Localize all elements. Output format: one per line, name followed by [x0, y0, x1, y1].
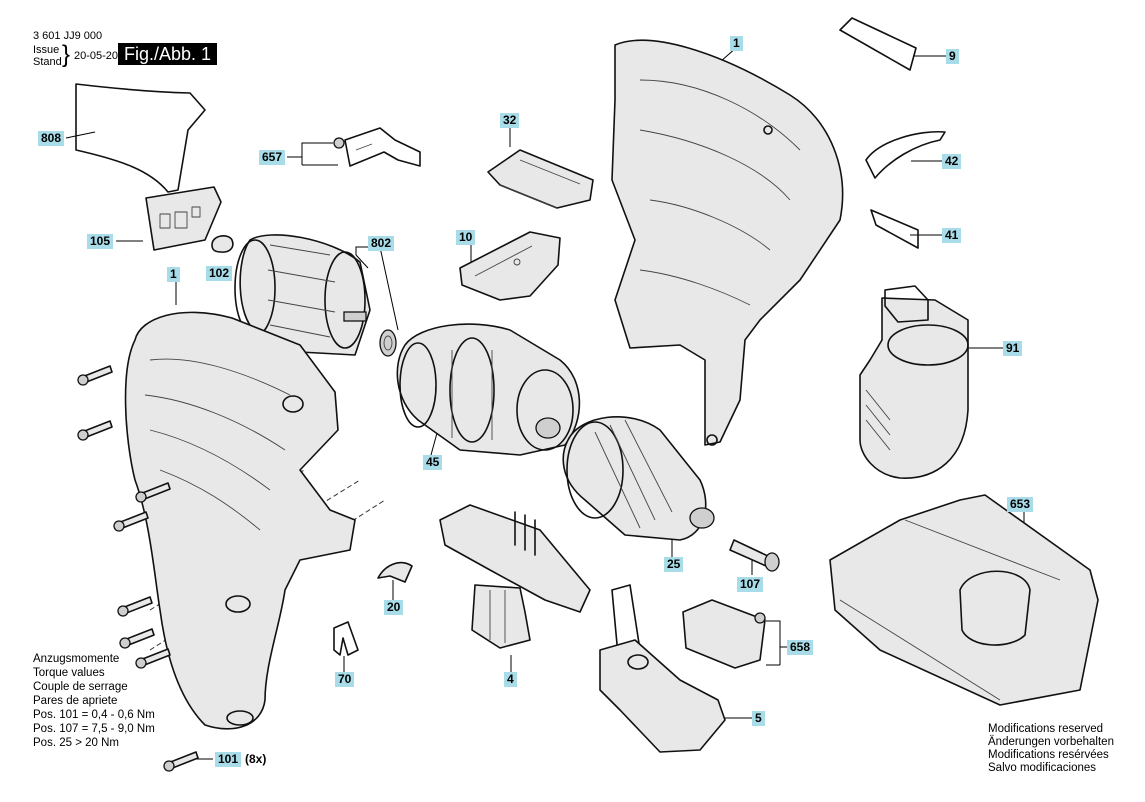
- switch-cover-32: [487, 149, 594, 209]
- chuck-25: [562, 416, 715, 541]
- part-number: 3 601 JJ9 000: [33, 30, 103, 42]
- callout-101-quantity: (8x): [245, 752, 267, 766]
- trigger-switch-5: [599, 584, 726, 753]
- callout-101: 101: [215, 752, 242, 767]
- battery-91: [859, 285, 969, 479]
- issue-date: 20-05-20: [74, 50, 119, 62]
- cap-102: [211, 235, 234, 253]
- nameplate-105: [145, 186, 222, 251]
- callout-4: 4: [504, 672, 517, 687]
- modifications-line-es: Salvo modificaciones: [988, 762, 1097, 774]
- label-9: [839, 17, 917, 71]
- pinion-gear: [379, 329, 397, 357]
- callout-1-right-housing: 1: [730, 36, 743, 51]
- callout-70: 70: [335, 672, 355, 687]
- callout-658: 658: [787, 640, 814, 655]
- chuck-screw-107: [729, 539, 780, 572]
- callout-102: 102: [206, 266, 233, 281]
- modifications-line-de: Änderungen vorbehalten: [988, 736, 1114, 748]
- callout-657: 657: [259, 150, 286, 165]
- torque-line-es: Pares de apriete: [33, 695, 118, 707]
- switch-part-20: [377, 561, 413, 583]
- header-brace: }: [62, 41, 71, 68]
- callout-41: 41: [942, 228, 962, 243]
- issue-label: Issue: [33, 44, 60, 56]
- callout-105: 105: [87, 234, 114, 249]
- housing-right-1: [611, 39, 844, 446]
- callout-32: 32: [500, 113, 520, 128]
- led-holder-658: [682, 599, 766, 669]
- callout-9: 9: [946, 49, 959, 64]
- torque-pos-25: Pos. 25 > 20 Nm: [33, 737, 119, 749]
- torque-line-de: Anzugsmomente: [33, 653, 120, 665]
- torque-pos-101: Pos. 101 = 0,4 - 0,6 Nm: [33, 709, 155, 721]
- callout-42: 42: [942, 154, 962, 169]
- modifications-line-fr: Modifications resérvées: [988, 749, 1109, 761]
- torque-line-en: Torque values: [33, 667, 105, 679]
- label-42: [865, 130, 946, 179]
- callout-808: 808: [38, 131, 65, 146]
- slide-switch-10: [459, 231, 561, 301]
- gearbox-45: [396, 323, 581, 456]
- modifications-line-en: Modifications reserved: [988, 723, 1104, 735]
- callout-107: 107: [737, 577, 764, 592]
- callout-91: 91: [1003, 341, 1023, 356]
- label-sheet-808: [75, 83, 206, 193]
- callout-25: 25: [664, 557, 684, 572]
- label-41: [870, 209, 919, 249]
- motor-802: [234, 234, 371, 356]
- callout-10: 10: [456, 230, 476, 245]
- callout-5: 5: [752, 711, 765, 726]
- callout-802: 802: [368, 236, 395, 251]
- electronics-module-4: [439, 504, 591, 649]
- torque-line-fr: Couple de serrage: [33, 681, 128, 693]
- housing-screws-101: [77, 365, 199, 772]
- torque-pos-107: Pos. 107 = 7,5 - 9,0 Nm: [33, 723, 155, 735]
- callout-1-left-housing: 1: [167, 267, 180, 282]
- callout-20: 20: [384, 600, 404, 615]
- callout-653: 653: [1007, 497, 1034, 512]
- charger-653: [829, 494, 1099, 706]
- belt-clip-657: [333, 127, 421, 167]
- figure-label: Fig./Abb. 1: [118, 43, 218, 65]
- spring-clip-70: [333, 621, 359, 656]
- stand-label: Stand: [33, 56, 62, 68]
- callout-45: 45: [423, 455, 443, 470]
- housing-left-1: [124, 311, 356, 730]
